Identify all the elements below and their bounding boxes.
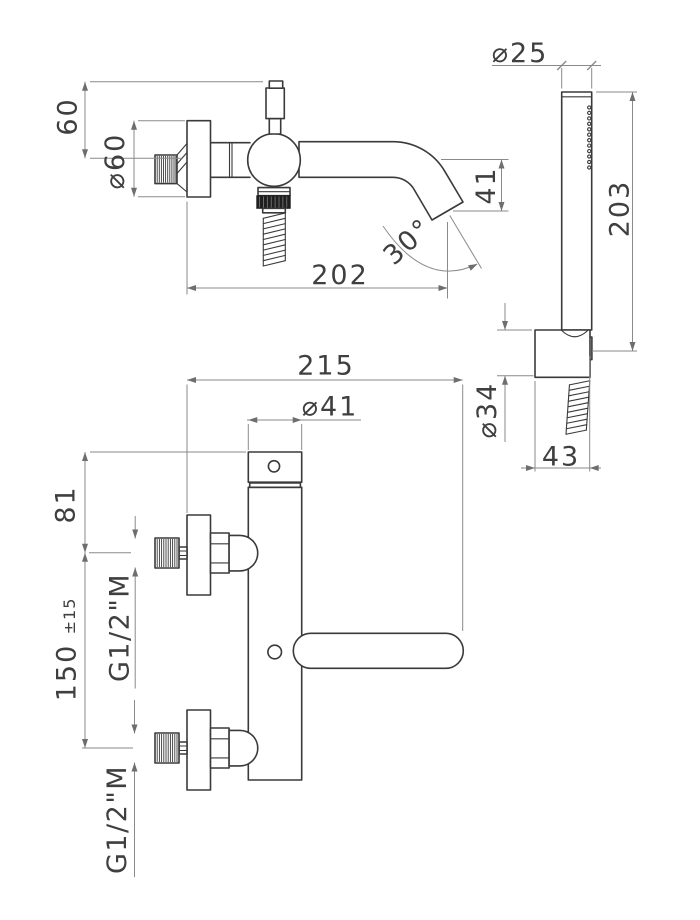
dim-holder-width: 43	[521, 356, 601, 473]
diverter-knurled-ring	[256, 195, 291, 209]
upper-dome-cap	[228, 534, 259, 572]
handle-neck	[268, 117, 282, 135]
dim-spout-reach: 202	[186, 201, 448, 299]
dim-41-label: 41	[471, 166, 502, 204]
lower-inlet-union	[154, 709, 259, 791]
dim-phi25-label: ⌀25	[492, 38, 549, 69]
top-bracket-hole	[267, 459, 281, 473]
lower-dome-cap	[228, 729, 259, 767]
wall-flange	[186, 119, 212, 198]
wall-thread	[154, 142, 188, 193]
spout	[298, 140, 464, 221]
dim-phi60-label: ⌀60	[100, 133, 131, 190]
dim-43-label: 43	[542, 442, 580, 473]
dim-top-offset: 81	[51, 451, 246, 554]
thread-cone	[176, 142, 188, 193]
lever-handle	[292, 632, 465, 670]
upper-flange	[186, 514, 212, 596]
mixer-column	[247, 486, 303, 781]
mixer-body	[246, 132, 302, 188]
dim-202-label: 202	[311, 260, 369, 291]
dim-inlet-centers: 150 ±15	[52, 552, 133, 749]
dim-150-tolerance-label: ±15	[60, 598, 79, 635]
hand-shower-view: ⌀25 203 ⌀34 43	[472, 38, 637, 473]
pipe-joint-lines	[228, 142, 233, 178]
handle-knob	[268, 80, 284, 89]
handle-cylinder	[265, 87, 286, 120]
column-hole	[267, 644, 283, 660]
dim-wand-length: 203	[592, 91, 637, 352]
lower-thread	[154, 732, 180, 764]
callout-thread-lower: G1/2"M	[102, 700, 138, 877]
dim-phi41-label: ⌀41	[302, 392, 359, 423]
column-collar	[248, 482, 302, 489]
dim-203-label: 203	[605, 180, 636, 238]
dim-150-label: 150	[52, 644, 83, 702]
thread-upper-label: G1/2"M	[105, 573, 136, 682]
dim-phi34-label: ⌀34	[472, 382, 503, 439]
dim-body-dia: ⌀41	[247, 392, 361, 450]
lower-flange	[186, 709, 212, 791]
thread-lower-label: G1/2"M	[102, 765, 133, 874]
shower-wand	[560, 91, 593, 331]
holder-lip-curve	[561, 329, 589, 338]
dim-215-label: 215	[297, 351, 355, 382]
wand-holder	[534, 329, 591, 379]
wand-nozzle-dots	[587, 105, 592, 170]
pipe-left	[209, 141, 251, 179]
diverter-hose-coil	[262, 212, 286, 267]
dim-flange-dia: ⌀60	[100, 120, 185, 198]
upper-thread	[154, 537, 180, 569]
dim-overall-width: 215	[186, 351, 464, 631]
diverter	[256, 186, 291, 214]
dim-handle-height: 60	[53, 81, 263, 159]
dim-60-label: 60	[53, 97, 84, 135]
lower-hex-nut	[209, 727, 230, 769]
side-view-spout: 60 ⌀60 41 30° 202	[53, 80, 509, 299]
upper-hex-nut	[209, 532, 230, 574]
dim-spout-drop: 41	[441, 159, 509, 212]
callout-thread-upper: G1/2"M	[105, 516, 139, 689]
dim-wand-dia: ⌀25	[492, 38, 601, 89]
front-view-mixer: 215 ⌀41 81 150 ±15 G1/2"M	[51, 351, 465, 877]
upper-inlet-union	[154, 514, 259, 596]
dim-holder-dia: ⌀34	[472, 303, 534, 442]
dim-81-label: 81	[51, 485, 82, 523]
